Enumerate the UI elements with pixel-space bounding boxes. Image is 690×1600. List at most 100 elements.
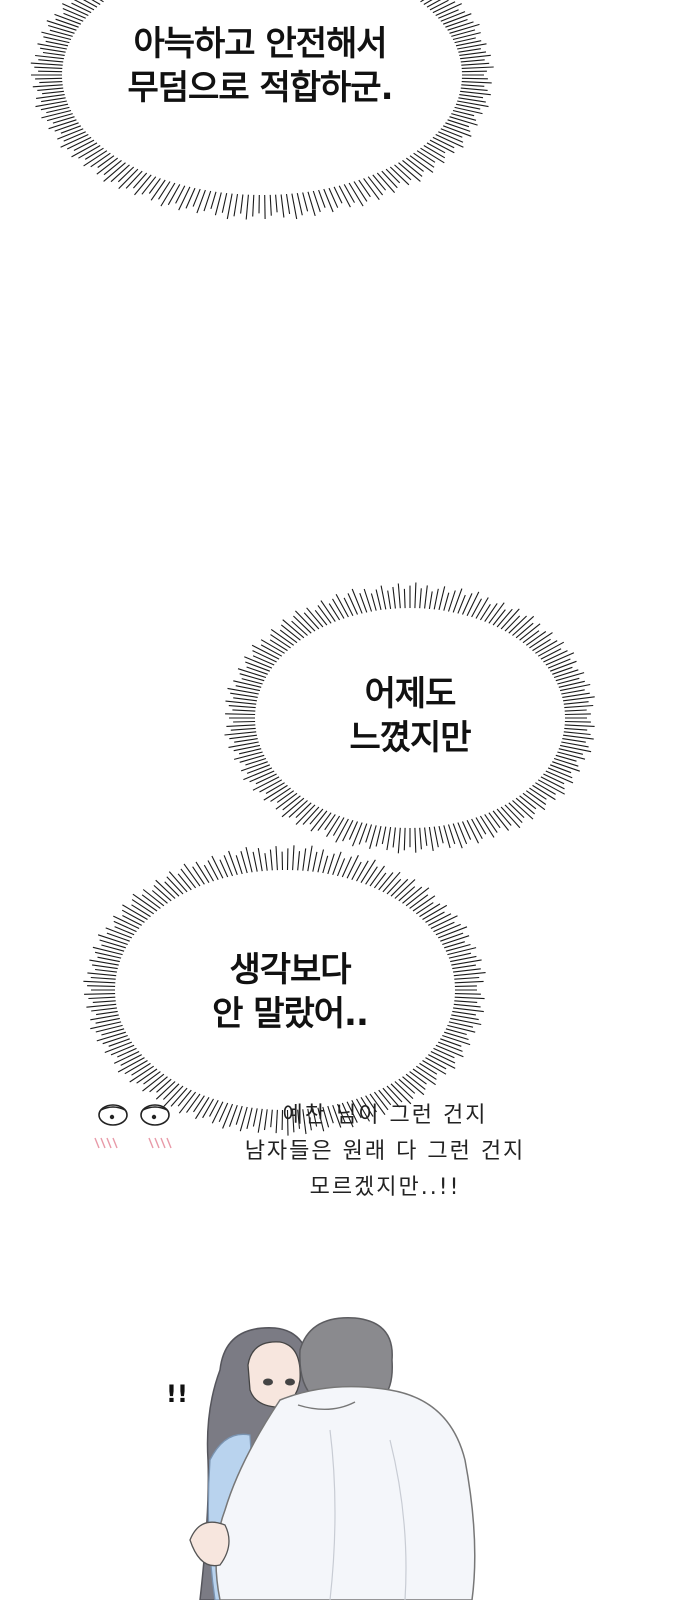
burst-line	[235, 1105, 243, 1125]
handwritten-note: 예찬 님이 그런 건지 남자들은 원래 다 그런 건지 모르겠지만..!!	[200, 1098, 570, 1206]
handwritten-line-1: 예찬 님이 그런 건지	[282, 1103, 488, 1128]
burst-line	[443, 13, 472, 25]
burst-line	[363, 178, 380, 201]
burst-line	[164, 881, 180, 897]
burst-line	[443, 825, 451, 849]
burst-line	[122, 904, 148, 920]
burst-line	[550, 764, 572, 774]
burst-line	[82, 0, 98, 8]
burst-line	[402, 886, 423, 904]
burst-line	[291, 620, 308, 636]
burst-line	[451, 29, 476, 37]
burst-line	[403, 827, 406, 851]
burst-line	[35, 54, 64, 60]
burst-line	[270, 634, 291, 649]
burst-line	[233, 720, 256, 723]
burst-line	[265, 782, 285, 794]
burst-line	[461, 821, 472, 840]
burst-line	[335, 818, 349, 843]
bubble-3-text: 생각보다 안 말랐어..	[160, 948, 420, 1036]
burst-line	[257, 1108, 263, 1133]
burst-line	[515, 622, 534, 639]
burst-line	[543, 650, 568, 663]
burst-line	[243, 767, 273, 781]
burst-line	[428, 827, 434, 851]
burst-line	[500, 806, 521, 829]
burst-line	[425, 1057, 447, 1070]
burst-line	[239, 754, 265, 763]
burst-line	[233, 751, 263, 760]
burst-line	[322, 1106, 330, 1128]
burst-line	[442, 1034, 471, 1046]
burst-line	[564, 709, 587, 712]
burst-bubble-2	[224, 582, 595, 854]
burst-line	[193, 1095, 205, 1113]
burst-line	[142, 889, 165, 907]
burst-line	[564, 727, 588, 731]
bubble-2-line-1: 어제도	[364, 674, 457, 714]
burst-line	[122, 915, 142, 926]
handwritten-line-2: 남자들은 원래 다 그런 건지	[244, 1139, 526, 1164]
burst-line	[226, 193, 233, 220]
burst-line	[73, 139, 95, 151]
burst-line	[438, 586, 446, 611]
burst-line	[63, 12, 84, 22]
burst-line	[252, 1108, 258, 1127]
burst-line	[96, 1031, 126, 1042]
burst-line	[457, 100, 489, 108]
burst-line	[196, 189, 206, 214]
burst-line	[420, 0, 425, 3]
burst-line	[328, 187, 339, 208]
burst-line	[390, 878, 409, 897]
burst-line	[389, 166, 410, 186]
burst-line	[454, 1000, 478, 1003]
burst-line	[454, 980, 484, 984]
burst-line	[186, 1093, 201, 1113]
burst-line	[71, 2, 92, 14]
burst-line	[99, 939, 126, 949]
burst-line	[153, 884, 172, 902]
burst-line	[452, 109, 475, 117]
burst-line	[317, 1107, 325, 1132]
burst-line	[348, 182, 364, 207]
burst-line	[442, 935, 470, 946]
burst-line	[211, 1101, 224, 1124]
burst-line	[224, 731, 257, 736]
burst-line	[276, 790, 295, 803]
burst-line	[62, 7, 86, 19]
burst-line	[370, 593, 377, 611]
burst-line	[245, 846, 253, 873]
burst-line	[529, 632, 553, 649]
burst-line	[564, 724, 595, 727]
burst-line	[49, 29, 73, 37]
burst-line	[402, 159, 423, 177]
burst-line	[412, 1068, 436, 1086]
burst-line	[97, 956, 120, 963]
burst-line	[91, 0, 101, 5]
burst-line	[547, 658, 571, 669]
burst-line	[221, 192, 228, 213]
burst-line	[307, 191, 316, 217]
burst-line	[88, 996, 116, 1000]
burst-line	[149, 1076, 168, 1093]
burst-line	[353, 181, 368, 202]
burst-line	[409, 155, 434, 173]
burst-line	[346, 854, 359, 879]
burst-line	[522, 792, 546, 811]
burst-line	[46, 113, 73, 122]
burst-line	[440, 128, 463, 138]
burst-line	[452, 588, 463, 613]
burst-line	[210, 191, 217, 210]
burst-line	[103, 159, 122, 176]
burst-line	[392, 586, 396, 609]
burst-line	[450, 1017, 482, 1026]
burst-line	[432, 1, 456, 14]
burst-line	[555, 672, 585, 682]
burst-line	[547, 767, 573, 779]
burst-line	[180, 868, 197, 889]
burst-line	[303, 612, 320, 630]
burst-line	[461, 77, 488, 80]
burst-line	[454, 996, 485, 1000]
burst-line	[48, 24, 75, 34]
burst-line	[90, 1014, 119, 1021]
